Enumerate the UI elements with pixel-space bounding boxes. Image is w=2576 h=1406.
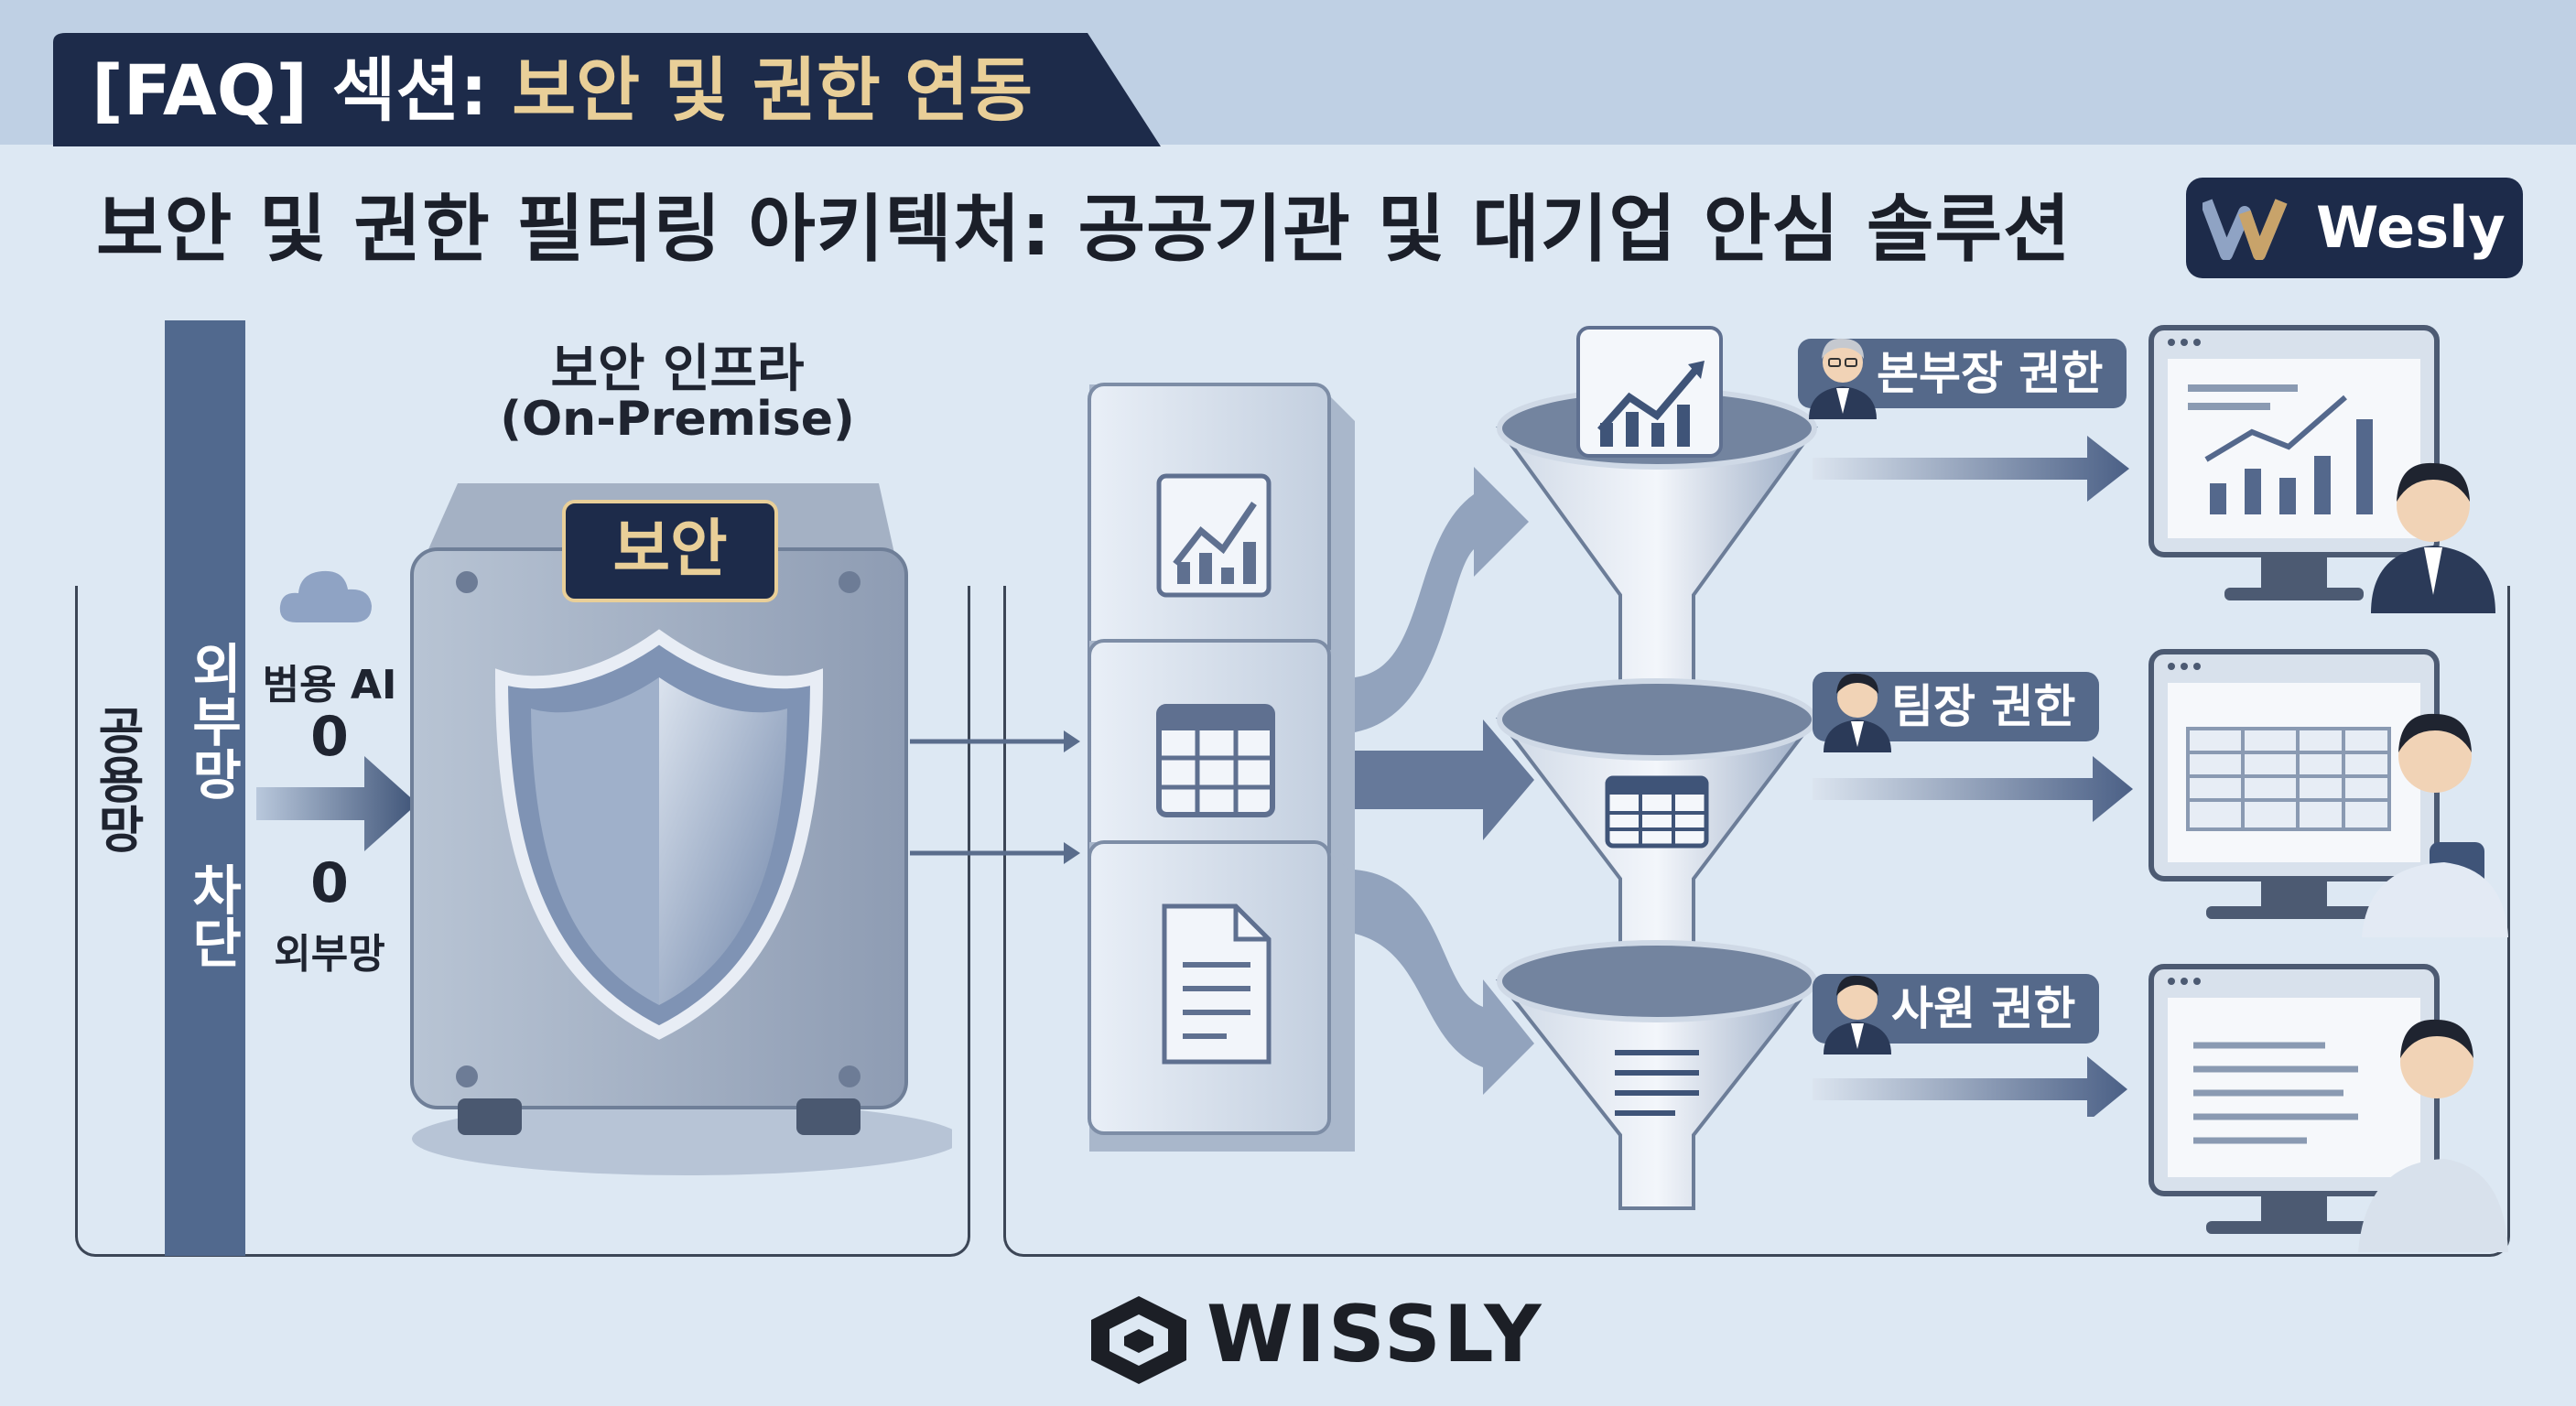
wissly-logo-icon (1091, 1296, 1186, 1384)
brand-name: Wesly (2316, 194, 2506, 261)
access-arrows (1813, 436, 2133, 1117)
external-count: 0 (310, 851, 349, 915)
permission-funnels (1495, 326, 1819, 1210)
wesly-logo-icon (2203, 199, 2288, 260)
right-panel (1003, 586, 2510, 1257)
infra-subtitle: (On-Premise) (500, 392, 855, 447)
cloud-icon (279, 570, 372, 622)
wissly-logo-text: WISSLY (1207, 1289, 1544, 1380)
external-block-wall (165, 320, 245, 1256)
general-ai-count: 0 (310, 705, 349, 769)
data-flow-arrows (910, 730, 1080, 864)
page-title: 보안 및 권한 필터링 아키텍처: 공공기관 및 대기업 안심 솔루션 (96, 187, 2072, 272)
director-avatar-icon (1809, 338, 1877, 419)
director-dashboard-monitor (2148, 325, 2495, 613)
role-director-label: 본부장 권한 (1877, 347, 2104, 400)
document-stack (1088, 383, 1355, 1152)
faq-section-title: [FAQ] 섹션: 보안 및 권한 연동 (92, 40, 1033, 141)
security-badge-label: 보안 (612, 514, 728, 586)
role-team-lead-label: 팀장 권한 (1891, 680, 2076, 733)
team-lead-table-monitor (2148, 649, 2508, 937)
infra-title: 보안 인프라 (550, 340, 805, 399)
funnel-feed-arrows (1355, 467, 1534, 1095)
security-badge (562, 500, 778, 602)
inbound-arrow (256, 756, 417, 851)
team-lead-avatar-icon (1824, 673, 1891, 752)
external-block-label: 외부망 차단 (181, 641, 244, 968)
staff-document-monitor (2148, 964, 2508, 1252)
left-panel (75, 586, 970, 1257)
staff-avatar-icon (1824, 975, 1891, 1054)
external-net-label: 외부망 (274, 931, 385, 978)
faq-banner (53, 33, 1161, 146)
public-network-label: 공용망 (88, 705, 146, 853)
faq-highlight: 보안 및 권한 연동 (512, 49, 1034, 131)
role-staff-label: 사원 권한 (1891, 982, 2076, 1035)
general-ai-label: 범용 AI (262, 662, 397, 708)
faq-prefix: [FAQ] 섹션: (92, 49, 488, 131)
